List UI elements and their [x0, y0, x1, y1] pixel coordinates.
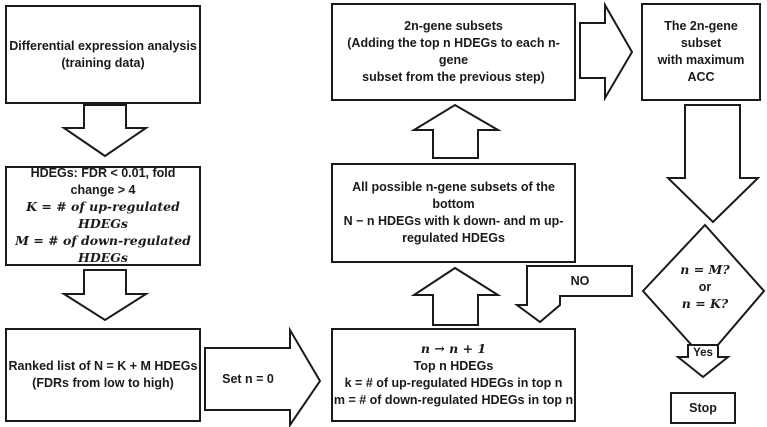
set-n-arrow: [204, 326, 322, 427]
up-arrow-1: [410, 266, 502, 326]
top-n-line-1: n → n + 1: [420, 341, 487, 357]
no-arrow: [513, 265, 633, 324]
decision-line-3: n = K?: [681, 295, 729, 311]
top-n-box: n → n + 1 Top n HDEGs k = # of up-regula…: [331, 328, 576, 422]
up-arrow-2: [410, 103, 502, 159]
down-arrow-3: [665, 104, 761, 224]
decision-line-2: or: [698, 279, 712, 294]
all-subsets-line-3: regulated HDEGs: [402, 230, 505, 245]
yes-arrow: [675, 344, 731, 379]
hdegs-box: HDEGs: FDR < 0.01, fold change > 4 K = #…: [5, 166, 201, 266]
down-arrow-1: [60, 104, 150, 158]
down-arrow-2: [60, 269, 150, 322]
no-label: NO: [570, 274, 590, 288]
two-n-line-1: 2n-gene subsets: [404, 19, 503, 34]
all-subsets-box: All possible n-gene subsets of the botto…: [331, 163, 576, 263]
set-n-label: Set n = 0: [222, 372, 274, 386]
hdegs-line-1: HDEGs: FDR < 0.01, fold change > 4: [30, 166, 176, 198]
top-n-line-4: m = # of down-regulated HDEGs in top n: [333, 392, 574, 407]
two-n-subsets-box: 2n-gene subsets (Adding the top n HDEGs …: [331, 3, 576, 101]
max-acc-line-2: with maximum ACC: [657, 53, 745, 84]
max-acc-line-1: The 2n-gene subset: [664, 19, 738, 51]
diff-expr-box: Differential expression analysis (traini…: [5, 5, 201, 104]
all-subsets-line-1: All possible n-gene subsets of the botto…: [352, 180, 555, 212]
yes-label: Yes: [693, 347, 713, 359]
top-n-line-2: Top n HDEGs: [413, 359, 494, 374]
top-n-line-3: k = # of up-regulated HDEGs in top n: [344, 376, 563, 390]
ranked-list-box: Ranked list of N = K + M HDEGs (FDRs fro…: [5, 328, 201, 422]
max-acc-box: The 2n-gene subset with maximum ACC: [641, 3, 761, 101]
decision-line-1: n = M?: [680, 262, 730, 277]
stop-box: Stop: [670, 392, 736, 424]
diff-expr-line-1: Differential expression analysis: [9, 38, 197, 53]
all-subsets-line-2: N − n HDEGs with k down- and m up-: [343, 214, 564, 228]
ranked-line-1: Ranked list of N = K + M HDEGs: [8, 359, 198, 374]
decision-text: n = M? or n = K?: [663, 262, 747, 313]
hdegs-line-2: K = # of up-regulated HDEGs: [26, 199, 180, 231]
two-n-line-2: (Adding the top n HDEGs to each n-gene: [347, 36, 560, 67]
stop-text: Stop: [689, 400, 717, 415]
diff-expr-line-2: (training data): [61, 55, 145, 70]
right-arrow-1: [579, 1, 634, 102]
two-n-line-3: subset from the previous step): [362, 69, 545, 84]
ranked-line-2: (FDRs from low to high): [32, 376, 174, 390]
hdegs-line-3: M = # of down-regulated HDEGs: [15, 232, 191, 265]
